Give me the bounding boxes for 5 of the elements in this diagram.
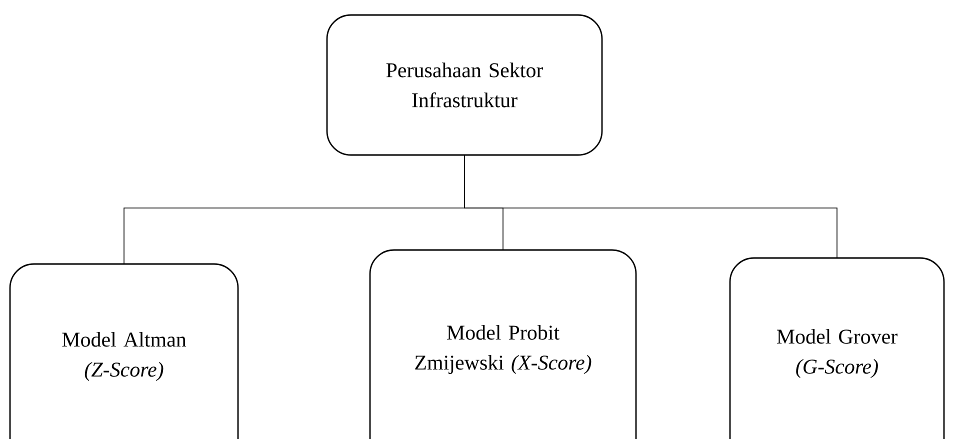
model-box: Model Probit Zmijewski (X-Score) <box>369 249 637 439</box>
connector-line <box>464 154 838 258</box>
model-box: Model Grover (G-Score) <box>729 257 945 439</box>
root-box: Perusahaan Sektor Infrastruktur <box>326 14 603 156</box>
model-box: Model Altman (Z-Score) <box>9 263 239 439</box>
